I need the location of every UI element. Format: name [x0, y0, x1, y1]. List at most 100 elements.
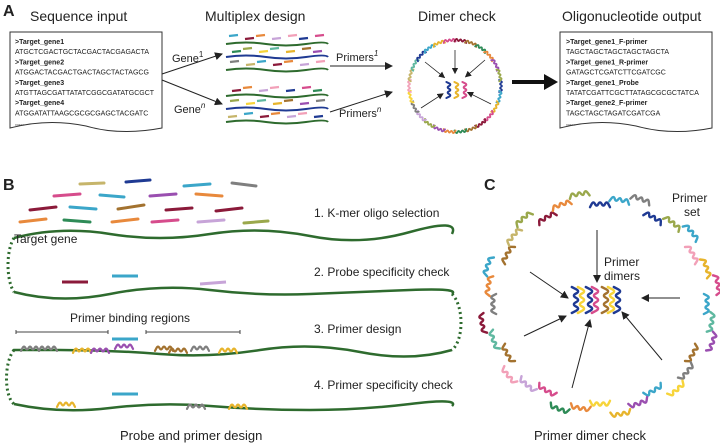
primer-set-oligo	[549, 401, 571, 415]
multiplex-oligo	[299, 62, 310, 67]
multiplex-gene-strand	[225, 106, 329, 112]
multiplex-oligo	[259, 114, 270, 119]
strand-loop-left-1	[6, 237, 16, 293]
input-doc-line: .....	[15, 121, 25, 128]
primer-set-oligo	[705, 310, 716, 333]
kmer-oligo	[62, 218, 92, 224]
multiplex-oligo	[258, 49, 269, 54]
output-doc-line: .....	[566, 121, 576, 128]
multiplex-oligo	[243, 111, 254, 116]
arrow-c-bottom	[571, 319, 593, 389]
multiplex-oligo	[283, 98, 294, 103]
multiplex-oligo	[258, 88, 269, 93]
output-oligo-lines: >Target_gene1_F-primerTAGCTAGCTAGCTAGCTA…	[566, 39, 699, 128]
primer-set-oligo	[642, 211, 662, 227]
multiplex-oligo	[272, 62, 283, 67]
dimer-primer	[612, 285, 622, 315]
multiplex-oligo	[298, 36, 309, 41]
kmer-oligo	[196, 218, 226, 224]
input-doc-line: >Target_gene2	[15, 59, 64, 66]
primer-set-oligo	[501, 342, 517, 363]
multiplex-oligo	[269, 46, 280, 51]
kmer-oligo	[150, 218, 180, 224]
multiplex-oligo	[301, 46, 312, 51]
primer-set-label-line1: Primer	[672, 191, 707, 205]
primer-set-oligo	[608, 195, 631, 206]
dimer-primer	[453, 81, 460, 99]
multiplex-gene-group-1	[225, 33, 329, 73]
ring-primer	[474, 44, 487, 54]
input-sequence-lines: >Target_gene1ATGCTCGACTGCTACGACTACGAGACT…	[15, 39, 155, 128]
multiplex-oligo	[244, 36, 255, 41]
primer-set-oligo	[588, 201, 612, 209]
ring-primer	[423, 44, 436, 54]
ring-primer	[495, 89, 503, 104]
panel-b-letter: B	[3, 177, 15, 194]
header-oligo-output: Oligonucleotide output	[562, 8, 701, 24]
bracket-right	[145, 330, 241, 334]
step-2-label: 2. Probe specificity check	[314, 265, 450, 279]
bound-primer	[153, 345, 175, 352]
kmer-oligo	[28, 205, 58, 212]
panel-b: B Target gene 1. K-mer oligo selection 2…	[3, 177, 463, 443]
multiplex-oligo	[312, 49, 323, 54]
dimer-primer	[576, 285, 586, 315]
primer-set-oligo	[568, 190, 591, 201]
panel-c: C Primer set Primer dimers Primer dimer …	[478, 177, 720, 443]
step-4-label: 4. Primer specificity check	[314, 378, 454, 392]
strand-loop-right	[450, 292, 463, 352]
ring-primer	[416, 50, 427, 63]
ring-primer	[416, 109, 427, 122]
panel-c-letter: C	[484, 177, 496, 194]
kmer-oligo	[242, 219, 270, 225]
multiplex-oligo	[242, 85, 253, 90]
multiplex-gene-group-n	[225, 85, 329, 125]
multiplex-oligo	[245, 101, 256, 106]
header-multiplex-design: Multiplex design	[205, 8, 305, 24]
output-doc-line: >Target_gene1_R-primer	[566, 59, 648, 66]
input-doc-line: ATGGATATTAAGCGCGCGAGCTACGATC	[15, 110, 148, 117]
output-doc-line: GATAGCTCGATCTTCGATCGC	[566, 70, 666, 77]
multiplex-oligo	[256, 59, 267, 64]
kmer-oligo	[110, 217, 140, 224]
bound-primer	[189, 345, 211, 352]
output-doc-line: >Target_gene1_Probe	[566, 80, 639, 87]
primer-set-oligo	[662, 216, 681, 233]
multiplex-oligo	[228, 33, 239, 38]
primer-set-oligo	[478, 311, 489, 334]
input-doc-line: >Target_gene3	[15, 80, 64, 87]
panel-a-letter: A	[3, 3, 15, 20]
ring-primer	[410, 100, 420, 113]
primer-set-oligo	[506, 228, 524, 247]
primer-dimers-label-line1: Primer	[604, 255, 639, 269]
multiplex-oligo	[271, 36, 282, 41]
multiplex-gene-strand	[225, 119, 329, 125]
ring-primer	[407, 68, 415, 83]
primer-set-oligo	[490, 292, 498, 316]
arrow-gene1	[161, 52, 223, 75]
dimer-primer	[461, 81, 468, 99]
primer-set-oligo	[666, 379, 685, 397]
multiplex-oligo	[313, 114, 324, 119]
multiplex-gene-strand	[225, 41, 329, 47]
primer-set-oligo	[711, 274, 720, 297]
ring-primer	[490, 100, 500, 113]
bound-primer	[19, 345, 41, 352]
ring-primer	[495, 68, 503, 83]
arrow-to-output-head	[544, 74, 558, 90]
bound-primer	[113, 343, 135, 350]
ring-primer	[407, 79, 412, 93]
header-dimer-check: Dimer check	[418, 8, 497, 24]
input-doc-line: >Target_gene4	[15, 100, 64, 107]
input-doc-line: ATGGACTACGACTGACTAGCTACTAGCG	[15, 70, 149, 77]
multiplex-oligo	[314, 33, 325, 38]
multiplex-gene-strand	[225, 93, 329, 99]
output-document	[559, 31, 713, 133]
output-doc-line: >Target_gene1_F-primer	[566, 39, 648, 46]
primer-set-oligo	[683, 342, 699, 363]
multiplex-oligo	[283, 59, 294, 64]
label-genen: Genen	[174, 101, 206, 116]
multiplex-gene-strand	[225, 54, 329, 60]
multiplex-oligo	[301, 85, 312, 90]
multiplex-oligo	[285, 88, 296, 93]
